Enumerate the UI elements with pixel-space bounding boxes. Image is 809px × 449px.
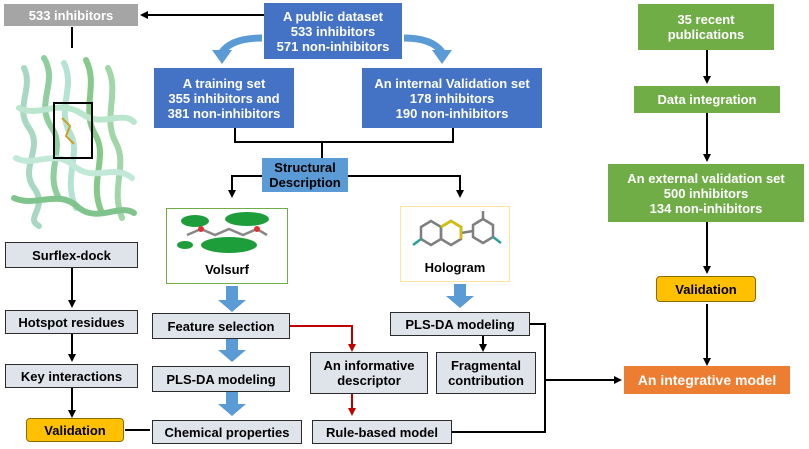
structural-description-box: Structural Description <box>262 158 348 192</box>
feature-selection-box: Feature selection <box>152 313 290 339</box>
public-dataset-box: A public dataset 533 inhibitors 571 non-… <box>264 3 402 59</box>
protein-structure-image <box>4 48 140 230</box>
volsurf-panel: Volsurf <box>166 208 288 284</box>
recent-publications-box: 35 recent publications <box>638 4 774 50</box>
plsda-right-box: PLS-DA modeling <box>390 312 530 336</box>
arrow-to-volsurf <box>228 175 262 198</box>
hologram-label: Hologram <box>424 260 486 275</box>
inhibitors-box: 533 inhibitors <box>4 4 138 26</box>
validation-right-box: Validation <box>656 276 756 302</box>
external-validation-box: An external validation set 500 inhibitor… <box>608 164 804 222</box>
rule-based-model-box: Rule-based model <box>312 420 452 444</box>
plsda-left-box: PLS-DA modeling <box>152 366 290 392</box>
validation-left-box: Validation <box>26 418 124 442</box>
training-set-box: A training set 355 inhibitors and 381 no… <box>154 68 294 128</box>
merge-line <box>234 128 454 143</box>
volsurf-label: Volsurf <box>205 262 249 277</box>
key-interactions-box: Key interactions <box>5 364 138 388</box>
informative-descriptor-box: An informative descriptor <box>310 352 428 394</box>
internal-validation-box: An internal Validation set 178 inhibitor… <box>362 68 542 128</box>
chemical-properties-box: Chemical properties <box>152 420 302 444</box>
hotspot-residues-box: Hotspot residues <box>5 310 138 334</box>
data-integration-box: Data integration <box>634 86 780 113</box>
arrow-to-hologram <box>348 175 464 198</box>
hologram-panel: Hologram <box>400 206 510 282</box>
surflex-dock-box: Surflex-dock <box>5 242 138 268</box>
fragmental-contribution-box: Fragmental contribution <box>436 352 536 394</box>
integrative-model-box: An integrative model <box>624 366 790 394</box>
